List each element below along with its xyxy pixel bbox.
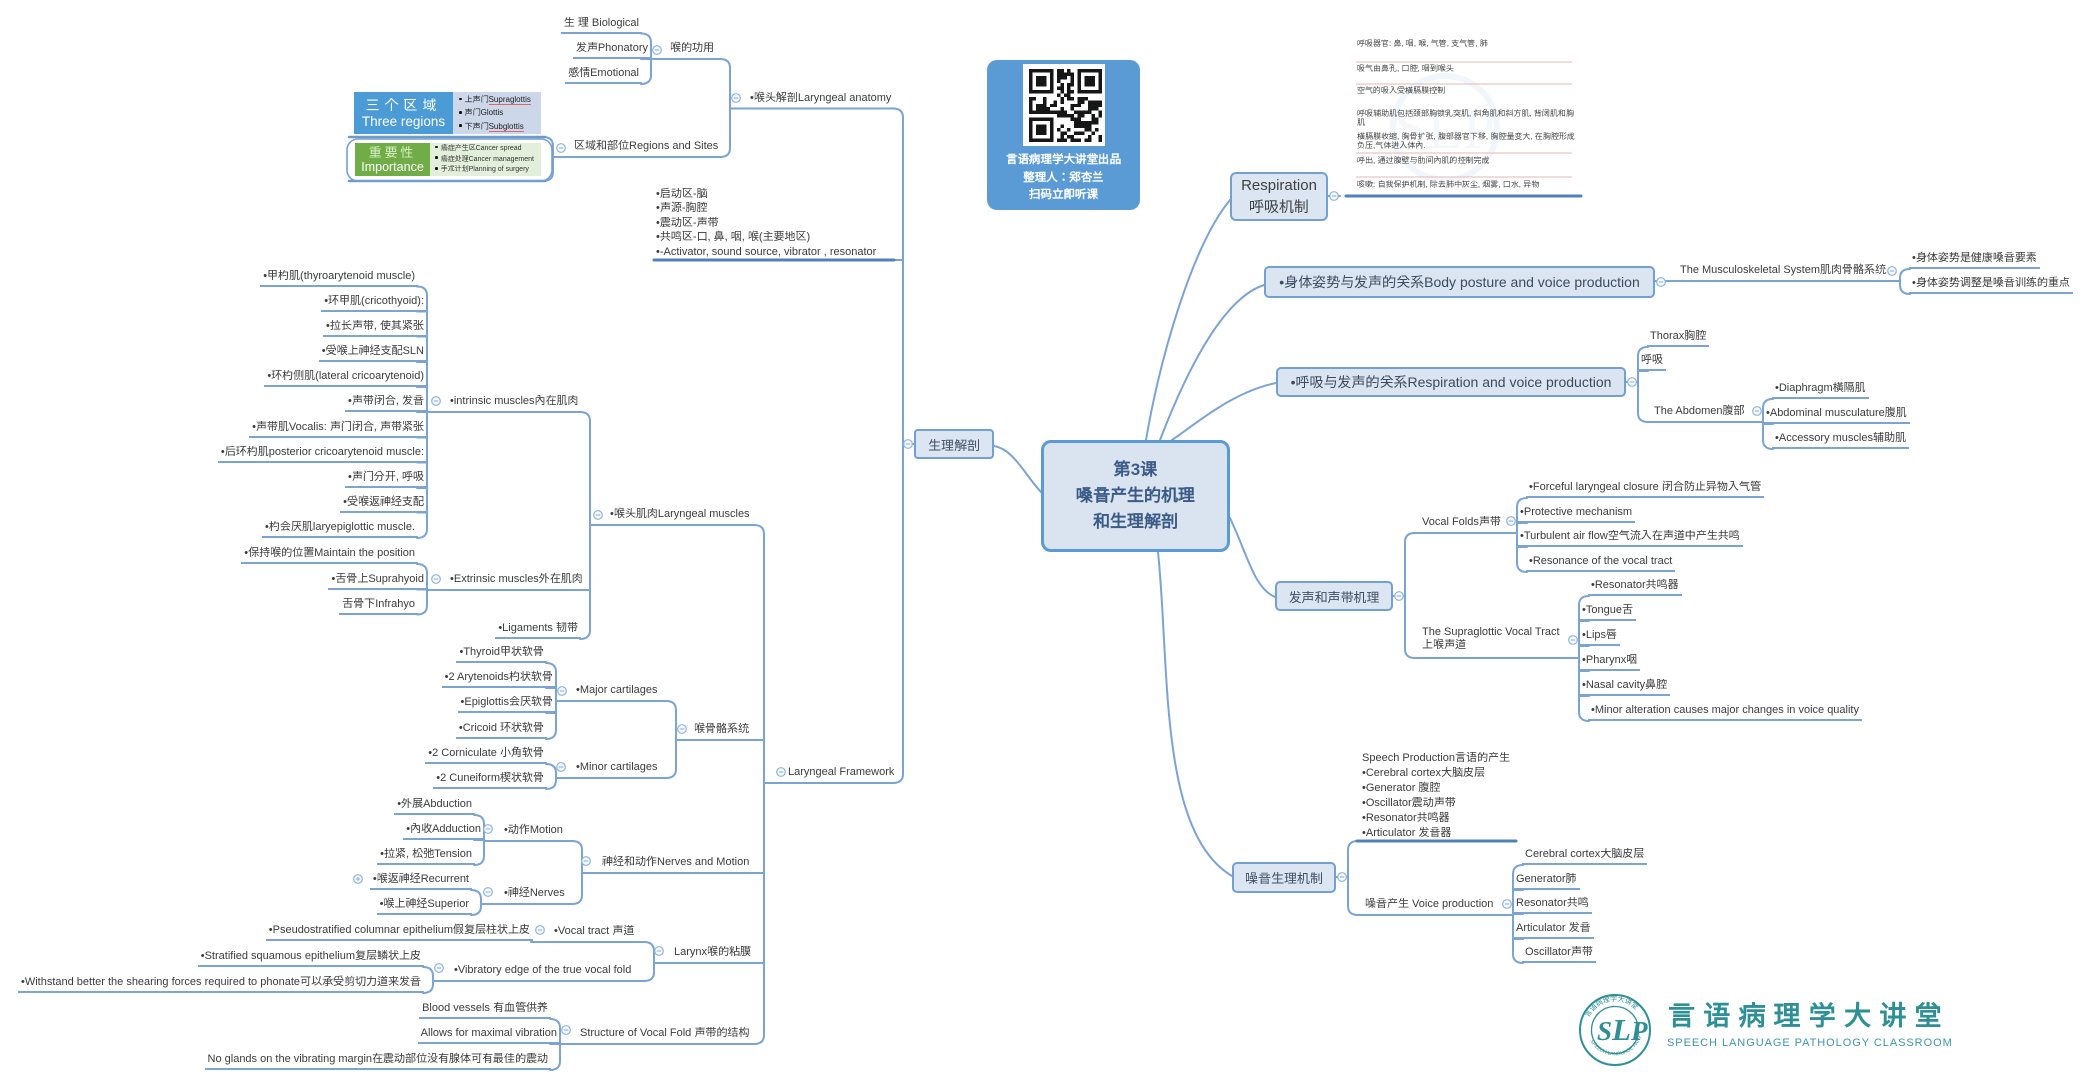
svg-text:SLP: SLP — [1395, 96, 1495, 161]
svg-text:SLP: SLP — [1597, 1012, 1648, 1047]
